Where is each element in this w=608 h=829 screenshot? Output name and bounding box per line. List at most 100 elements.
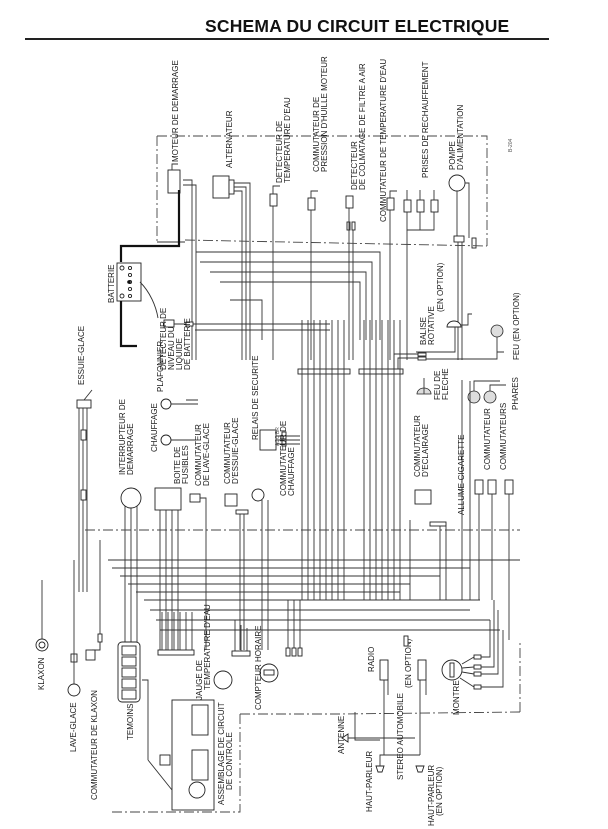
- component-label: STEREO AUTOMOBILE: [396, 693, 405, 780]
- component-label: COMMUTATEUR: [223, 422, 232, 484]
- battery-level-sensor: DETECTEUR DE NIVEAU DU LIQUIDE DE BATTER…: [159, 308, 330, 370]
- starter-motor: MOTEUR DE DEMARRAGE: [119, 60, 197, 360]
- car-stereo: STEREO AUTOMOBILE (EN OPTION): [396, 635, 427, 780]
- terminal-blocks: [297, 320, 404, 600]
- component-label: DEMARRAGE: [126, 423, 135, 475]
- component-label: HAUT-PARLEUR: [427, 765, 436, 826]
- fuel-pump: POMPE D'ALIMENTATION: [448, 105, 477, 360]
- component-label: DE LAVE-GLACE: [202, 423, 211, 486]
- component-label: POMPE: [448, 141, 457, 170]
- component-label: COMMUTATEUR DE KLAXON: [90, 690, 99, 800]
- alternator: ALTERNATEUR: [212, 110, 251, 360]
- component-label: DETECTEUR DE: [275, 121, 284, 183]
- component-label: RADIO: [367, 647, 376, 672]
- component-label: NIVEAU DU: [167, 326, 176, 370]
- component-label: INTERRUPTEUR DE: [118, 399, 127, 475]
- heater: CHAUFFAGE: [150, 403, 196, 452]
- component-label: FEU DE: [433, 371, 442, 400]
- component-label: FLECHE: [441, 368, 450, 400]
- switches: COMMUTATEURS: [499, 403, 514, 640]
- component-label: TEMPERATURE D'EAU: [283, 97, 292, 183]
- clock: MONTRE: [441, 600, 504, 715]
- component-label: COMMUTATEUR DE TEMPERATURE D'EAU: [379, 59, 388, 222]
- component-label: ALLUME-CIGARETTE: [457, 435, 466, 515]
- dome-light: PLAFONNIER: [156, 341, 198, 410]
- warning-lamps: TEMOINS: [117, 641, 141, 740]
- component-label: MOTEUR DE DEMARRAGE: [171, 60, 180, 162]
- component-label: D'ESSUIE-GLACE: [231, 418, 240, 484]
- wiper-motor: ESSUIE-GLACE: [76, 326, 93, 592]
- harness-bus: [184, 239, 488, 340]
- washer: LAVE-GLACE: [67, 560, 81, 752]
- fuse-box: BOITE DE FUSIBLES: [154, 445, 190, 650]
- safety-relay: RELAIS DE SECURITE ACC BR: [251, 356, 300, 451]
- battery: BATTERIE: [107, 262, 159, 348]
- headlights: PHARES: [461, 377, 520, 600]
- washer-switch: COMMUTATEUR DE LAVE-GLACE: [189, 423, 211, 650]
- horn: KLAXON: [35, 580, 49, 690]
- component-label: COMMUTATEUR DE: [312, 97, 321, 172]
- lighting-switch: COMMUTATEUR D'ECLAIRAGE: [409, 415, 447, 600]
- water-temp-switch: COMMUTATEUR DE TEMPERATURE D'EAU: [379, 59, 397, 360]
- component-label: LAVE-GLACE: [69, 702, 78, 752]
- hour-meter: COMPTEUR HORAIRE: [231, 600, 303, 710]
- glow-plugs: PRISES DE RECHAUFFEMENT: [403, 61, 439, 360]
- control-circuit-assembly: ASSEMBLAGE DE CIRCUIT DE CONTROLE: [142, 679, 234, 811]
- component-label: BATTERIE: [107, 264, 116, 303]
- component-label: BOITE DE: [173, 447, 182, 484]
- component-label: (EN OPTION): [404, 638, 413, 688]
- antenna: ANTENNE: [337, 716, 415, 754]
- component-label: COMMUTATEUR: [483, 408, 492, 470]
- component-label: KLAXON: [37, 657, 46, 690]
- speaker-optional: HAUT-PARLEUR (EN OPTION): [415, 765, 444, 826]
- horn-switch: COMMUTATEUR DE KLAXON: [85, 633, 103, 800]
- air-filter-sensor: DETECTEUR DE COLMATAGE DE FILTRE A AIR: [345, 63, 367, 360]
- oil-pressure-switch: COMMUTATEUR DE PRESSION D'HUILLE MOTEUR: [307, 56, 329, 360]
- cigarette-lighter: ALLUME-CIGARETTE: [457, 435, 484, 600]
- component-label: DE BATTERIE: [183, 318, 192, 370]
- component-label: ASSEMBLAGE DE CIRCUIT: [217, 702, 226, 805]
- component-label: PRESSION D'HUILLE MOTEUR: [320, 56, 329, 172]
- wiper-switch: COMMUTATEUR D'ESSUIE-GLACE: [223, 418, 249, 650]
- component-label: MONTRE: [452, 680, 461, 715]
- water-temp-sensor: DETECTEUR DE TEMPERATURE D'EAU: [269, 97, 292, 360]
- reference-code: B-204: [508, 138, 514, 152]
- water-temp-gauge: JAUGE DE TEMPERATURE D'EAU: [157, 604, 233, 700]
- component-label: TEMPERATURE D'EAU: [203, 604, 212, 690]
- component-label: DE COLMATAGE DE FILTRE A AIR: [358, 63, 367, 190]
- component-label: ROTATIVE: [427, 306, 436, 345]
- speaker: HAUT-PARLEUR: [365, 751, 420, 812]
- component-label: LIQUIDE: [175, 338, 184, 370]
- component-label: COMPTEUR HORAIRE: [254, 626, 263, 710]
- component-label: (EN OPTION): [436, 262, 445, 312]
- component-label: FEU (EN OPTION): [512, 292, 521, 360]
- component-label: HAUT-PARLEUR: [365, 751, 374, 812]
- switch: COMMUTATEUR: [483, 408, 497, 600]
- radio: RADIO: [367, 647, 389, 755]
- component-label: PHARES: [511, 377, 520, 410]
- title-rule: [25, 38, 549, 40]
- component-label: COMMUTATEUR DE: [279, 421, 288, 496]
- component-label: COMMUTATEUR: [194, 424, 203, 486]
- component-label: (EN OPTION): [435, 766, 444, 816]
- lower-frame: [110, 640, 521, 813]
- component-label: TEMOINS: [126, 704, 135, 740]
- component-label: ANTENNE: [337, 716, 346, 754]
- component-label: D'ECLAIRAGE: [421, 424, 430, 477]
- arrow-lamp: FEU DE FLECHE: [416, 368, 450, 400]
- component-label: PRISES DE RECHAUFFEMENT: [421, 61, 430, 178]
- component-label: COMMUTATEUR: [413, 415, 422, 477]
- component-label: BALISE: [419, 317, 428, 345]
- component-label: DETECTEUR DE: [159, 308, 168, 370]
- component-label: PLAFONNIER: [156, 341, 165, 392]
- component-label: CHAUFFAGE: [150, 403, 159, 452]
- component-label: COMMUTATEURS: [499, 403, 508, 470]
- component-label: ESSUIE-GLACE: [77, 326, 86, 385]
- engine-harness-frame: [156, 135, 488, 246]
- main-harness: [85, 529, 520, 651]
- heater-switch: COMMUTATEUR DE CHAUFFAGE: [251, 421, 296, 650]
- component-label: CHAUFFAGE: [287, 447, 296, 496]
- component-label: JAUGE DE: [195, 660, 204, 700]
- optional-light: FEU (EN OPTION): [426, 292, 521, 360]
